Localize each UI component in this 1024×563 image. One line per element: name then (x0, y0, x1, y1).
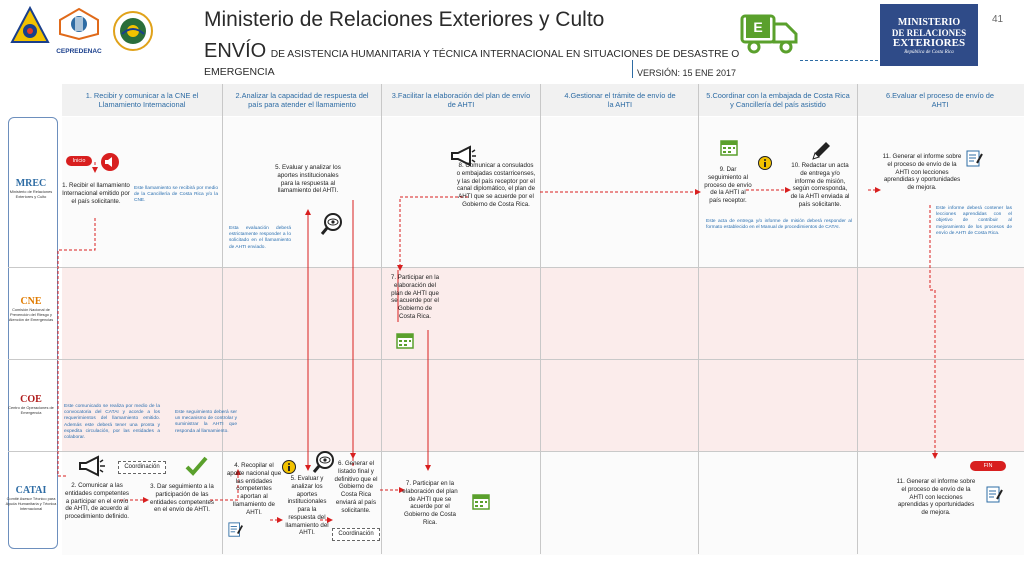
info-icon (758, 156, 772, 170)
ministry-logo-line4: República de Costa Rica (904, 50, 954, 55)
lane-label-catai: CATAI Comité Asesor Técnico para Ayuda H… (4, 485, 58, 511)
page-number: 41 (992, 14, 1004, 25)
column-header-4: 4.Gestionar el trámite de envío de la AH… (564, 90, 676, 109)
megaphone-icon (450, 144, 476, 168)
step-7a-text: 7. Participar en la elaboración del plan… (390, 274, 440, 320)
truck-letter-badge: E (746, 16, 770, 38)
note-2: Esta evaluación deberá estrictamente res… (229, 226, 291, 250)
lane-code: MREC (15, 178, 47, 189)
checklist-icon (966, 150, 984, 168)
lane-label-coe: COE Centro de Operaciones de Emergencia (4, 394, 58, 415)
checkmark-icon (184, 454, 208, 478)
lane-rail (8, 117, 58, 549)
checklist-icon (986, 486, 1004, 504)
ministry-logo-line3: EXTERIORES (892, 37, 966, 49)
calendar-icon (472, 492, 490, 510)
column-divider (540, 84, 541, 554)
lane-divider (8, 267, 1024, 268)
lane-code: COE (20, 394, 42, 405)
ministry-logo-line1: MINISTERIO (897, 17, 961, 28)
magnifier-eye-icon (312, 450, 336, 474)
step-8-text: 8. Comunicar a consulados o embajadas co… (456, 162, 536, 208)
step-7b-text: 7. Participar en la elaboración del plan… (402, 480, 458, 526)
cne-logo (10, 5, 50, 46)
note-3: Este comunicado se realiza por medio de … (64, 404, 160, 441)
step-5b-text: 5. Evaluar y analizar los aportes instit… (285, 475, 329, 537)
column-header-5: 5.Coordinar con la embajada de Costa Ric… (706, 90, 850, 109)
page-title: Ministerio de Relaciones Exteriores y Cu… (204, 8, 605, 31)
column-header-1: 1. Recibir y comunicar a la CNE el Llama… (85, 90, 199, 109)
calendar-icon (396, 331, 414, 349)
lane-name: Centro de Operaciones de Emergencia (8, 405, 54, 416)
checklist-icon (228, 522, 244, 538)
ministry-logo-line2: DE RELACIONES (891, 28, 967, 38)
subtitle-big: ENVÍO (204, 40, 267, 62)
subtitle-line2: EMERGENCIA (204, 66, 275, 78)
column-header-3: 3.Facilitar la elaboración del plan de e… (391, 90, 531, 109)
note-4: Este seguimiento deberá ser un mecanismo… (175, 410, 237, 434)
version-dashed-line (800, 60, 878, 61)
seal-logo (112, 10, 154, 52)
step-4-text: 4. Recopilar el aporte nacional que las … (226, 462, 282, 516)
coordination-badge: Coordinación (332, 528, 380, 541)
step-9-text: 9. Dar seguimiento al proceso de envío d… (704, 166, 752, 204)
step-10-text: 10. Redactar un acta de entrega y/o info… (790, 162, 850, 208)
cepredenac-logo (56, 6, 102, 46)
calendar-icon (720, 138, 738, 156)
step-2-text: 2. Comunicar a las entidades competentes… (65, 482, 129, 520)
pen-icon (810, 140, 832, 162)
column-header-2: 2.Analizar la capacidad de respuesta del… (235, 90, 369, 109)
note-1: Este llamamiento se recibirá por medio d… (134, 186, 218, 204)
coordination-badge: Coordinación (118, 461, 166, 474)
megaphone-icon (78, 454, 106, 478)
lane-label-cne: CNE Comisión Nacional de Prevención del … (4, 296, 58, 322)
lane-label-mrec: MREC Ministerio de Relaciones Exteriores… (4, 178, 58, 199)
column-divider (857, 84, 858, 554)
lane-name: Comisión Nacional de Prevención del Ries… (8, 307, 54, 323)
subtitle-rest: DE ASISTENCIA HUMANITARIA Y TÉCNICA INTE… (270, 49, 740, 60)
step-11b-text: 11. Generar el informe sobre el proceso … (896, 478, 976, 516)
version-label: VERSIÓN: 15 ENE 2017 (637, 68, 737, 78)
note-5: Este acta de entrega y/o informe de misi… (706, 219, 852, 231)
column-divider (698, 84, 699, 554)
lane-code: CNE (20, 296, 42, 307)
lane-name: Ministerio de Relaciones Exteriores y Cu… (9, 189, 53, 200)
lane-divider (8, 359, 1024, 360)
column-header-6: 6.Evaluar el proceso de envío de AHTI (885, 90, 995, 109)
ministry-logo: MINISTERIO DE RELACIONES EXTERIORES Repú… (880, 4, 978, 66)
step-5a-text: 5. Evaluar y analizar los aportes instit… (275, 164, 341, 195)
lane-divider (8, 451, 1024, 452)
note-6: Este informe deberá contener las leccion… (936, 206, 1012, 236)
lane-code: CATAI (15, 485, 47, 496)
step-11a-text: 11. Generar el informe sobre el proceso … (882, 153, 962, 191)
lane-name: Comité Asesor Técnico para Ayuda Humanit… (5, 496, 57, 512)
alarm-icon (100, 152, 120, 172)
magnifier-eye-icon (320, 212, 344, 236)
step-3-text: 3. Dar seguimiento a la participación de… (150, 483, 214, 514)
end-marker: FIN (970, 461, 1006, 471)
cepredenac-label: CEPREDENAC (56, 48, 102, 55)
start-marker: Inicio (66, 156, 92, 166)
column-divider (381, 84, 382, 554)
step-1-text: 1. Recibir el llamamiento Internacional … (62, 182, 130, 205)
step-6-text: 6. Generar el listado final y definitivo… (334, 460, 378, 514)
page-subtitle: ENVÍO DE ASISTENCIA HUMANITARIA Y TÉCNIC… (204, 40, 744, 63)
info-icon (282, 460, 296, 474)
version-bracket (632, 60, 633, 78)
column-divider (222, 84, 223, 554)
